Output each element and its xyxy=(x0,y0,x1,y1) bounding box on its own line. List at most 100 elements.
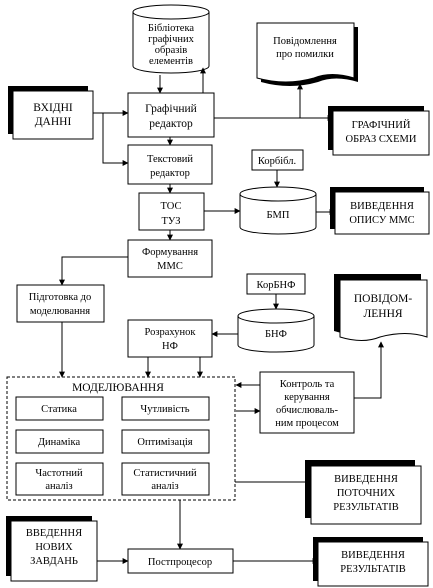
connectors xyxy=(59,67,384,564)
new-tasks-block: ВВЕДЕННЯ НОВИХ ЗАВДАНЬ xyxy=(6,516,98,582)
nf-calc-line2: НФ xyxy=(162,341,178,352)
graphic-editor-line2: редактор xyxy=(149,118,193,130)
control-line3: обчислюваль- xyxy=(276,405,338,416)
korbnf-label: КорБНФ xyxy=(257,280,296,291)
statics-label: Статика xyxy=(41,404,77,415)
bmp-cylinder: БМП xyxy=(239,186,317,235)
sensitivity-label: Чутливість xyxy=(140,404,189,415)
graphic-image-output: ГРАФІЧНИЙ ОБРАЗ СХЕМИ xyxy=(328,106,430,156)
message-line2: ЛЕННЯ xyxy=(363,308,402,320)
error-message-document: Повідомлення про помилки xyxy=(256,22,358,86)
new-tasks-line1: ВВЕДЕННЯ xyxy=(26,528,82,539)
arrow-forming-to-preparation xyxy=(59,256,128,286)
statistical-line2: аналіз xyxy=(151,481,178,492)
library-line2: графічних xyxy=(148,34,194,45)
tos-tuz-block: ТОС ТУЗ xyxy=(138,192,205,231)
tos-line: ТОС xyxy=(161,201,182,212)
korbibl-block: Корбібл. xyxy=(251,149,304,171)
dynamics-block: Динаміка xyxy=(15,429,104,454)
mms-forming-line1: Формування xyxy=(142,247,198,258)
dynamics-label: Динаміка xyxy=(38,437,81,448)
current-results-output: ВИВЕДЕННЯ ПОТОЧНИХ РЕЗУЛЬТАТІВ xyxy=(305,460,422,525)
frequency-line2: аналіз xyxy=(45,481,72,492)
text-editor-block: Текстовий редактор xyxy=(127,144,213,185)
preparation-block: Підготовка до моделювання xyxy=(16,284,105,323)
korbnf-block: КорБНФ xyxy=(246,273,306,295)
postprocessor-block: Постпроцесор xyxy=(127,548,234,574)
arrow-input-to-text-editor xyxy=(102,113,129,166)
statistical-line1: Статистичний xyxy=(133,468,197,479)
input-data-line1: ВХІДНІ xyxy=(33,102,73,114)
graphic-editor-block: Графічний редактор xyxy=(127,92,215,138)
results-output: ВИВЕДЕННЯ РЕЗУЛЬТАТІВ xyxy=(313,537,429,587)
mms-output-line2: ОПИСУ ММС xyxy=(349,215,414,226)
new-tasks-line3: ЗАВДАНЬ xyxy=(30,556,78,567)
modeling-title: МОДЕЛЮВАННЯ xyxy=(72,382,164,394)
arrow-control-to-message xyxy=(354,341,384,399)
results-line2: РЕЗУЛЬТАТІВ xyxy=(340,564,405,575)
graphic-image-line2: ОБРАЗ СХЕМИ xyxy=(346,134,417,145)
svg-text:ПОВІДОМ-ЛЕННЯ: ПОВІДОМ- ЛЕННЯ xyxy=(354,293,412,320)
message-line1: ПОВІДОМ- xyxy=(354,293,412,305)
frequency-block: Частотний аналіз xyxy=(15,462,104,496)
tuz-line: ТУЗ xyxy=(162,216,181,227)
statistical-block: Статистичний аналіз xyxy=(121,462,210,496)
mms-output-block: ВИВЕДЕННЯ ОПИСУ ММС xyxy=(330,187,430,235)
graphic-editor-line1: Графічний xyxy=(145,103,197,115)
text-editor-line1: Текстовий xyxy=(147,154,193,165)
bmp-label: БМП xyxy=(267,210,290,221)
optimization-block: Оптимізація xyxy=(121,429,210,454)
current-results-line2: ПОТОЧНИХ xyxy=(337,488,396,499)
control-block: Контроль та керування обчислюваль-ним проц… xyxy=(259,371,355,434)
sensitivity-block: Чутливість xyxy=(121,396,210,421)
control-line1: Контроль та xyxy=(280,379,335,390)
library-line3: образів xyxy=(155,45,188,56)
error-message-line2: про помилки xyxy=(276,49,334,60)
text-editor-line2: редактор xyxy=(150,168,190,179)
postprocessor-label: Постпроцесор xyxy=(148,557,212,568)
control-line4: ним процесом xyxy=(275,418,339,429)
input-data-block: ВХІДНІ ДАННІ xyxy=(8,86,94,140)
current-results-line3: РЕЗУЛЬТАТІВ xyxy=(333,502,398,513)
optimization-label: Оптимізація xyxy=(137,437,192,448)
preparation-line1: Підготовка до xyxy=(29,292,91,303)
modeling-container: МОДЕЛЮВАННЯ xyxy=(6,376,236,501)
message-document: ПОВІДОМ- ЛЕННЯ xyxy=(334,274,428,341)
control-line2: керування xyxy=(284,392,330,403)
korbibl-label: Корбібл. xyxy=(258,156,296,167)
frequency-line1: Частотний xyxy=(35,468,83,479)
nf-calc-line1: Розрахунок xyxy=(145,327,197,338)
results-line1: ВИВЕДЕННЯ xyxy=(341,550,405,561)
library-line4: елементів xyxy=(149,56,193,67)
graphic-image-line1: ГРАФІЧНИЙ xyxy=(352,119,411,131)
preparation-line2: моделювання xyxy=(30,306,90,317)
mms-output-line1: ВИВЕДЕННЯ xyxy=(350,201,414,212)
statics-block: Статика xyxy=(15,396,104,421)
bnf-label: БНФ xyxy=(265,329,287,340)
current-results-line1: ВИВЕДЕННЯ xyxy=(334,474,398,485)
library-line1: Бібліотека xyxy=(148,23,194,34)
new-tasks-line2: НОВИХ xyxy=(35,542,73,553)
input-data-line2: ДАННІ xyxy=(35,116,72,128)
mms-forming-line2: ММС xyxy=(157,261,183,272)
error-message-line1: Повідомлення xyxy=(273,36,337,47)
